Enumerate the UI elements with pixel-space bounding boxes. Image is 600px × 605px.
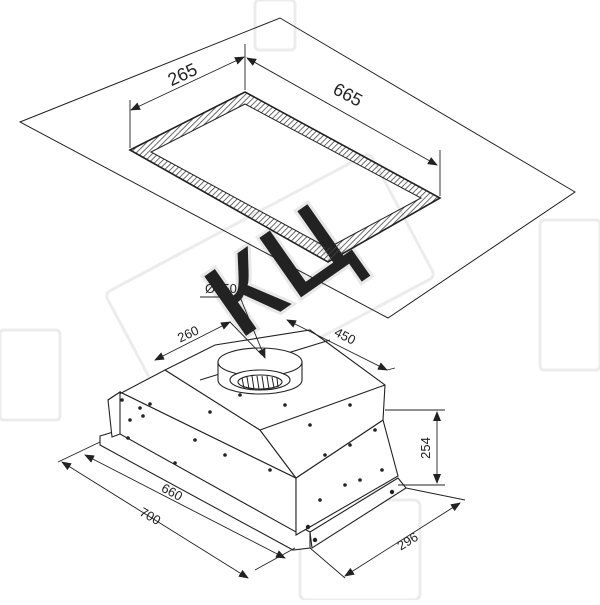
dim-cutout-length: 665	[246, 57, 441, 196]
cutout-length-label: 665	[330, 79, 366, 111]
cutout-width-label: 265	[165, 59, 201, 90]
hood-screw-holes	[120, 393, 395, 543]
hood-outer-depth-label: 296	[394, 529, 420, 553]
cutout-opening	[128, 91, 442, 263]
countertop	[18, 17, 576, 319]
hood-left-end	[107, 390, 121, 438]
dim-hood-height: 254	[385, 409, 445, 486]
hood-height-label: 254	[418, 437, 433, 459]
duct-collar	[217, 347, 303, 395]
dim-duct-diameter: Ø150	[200, 281, 266, 359]
hood-depth-top-label: 260	[175, 323, 201, 346]
countertop-outline	[18, 17, 576, 319]
duct-diameter-label: Ø150	[205, 281, 237, 296]
hood-outer-width-label: 700	[137, 504, 163, 528]
dim-hood-depth-top: 260	[154, 321, 263, 361]
